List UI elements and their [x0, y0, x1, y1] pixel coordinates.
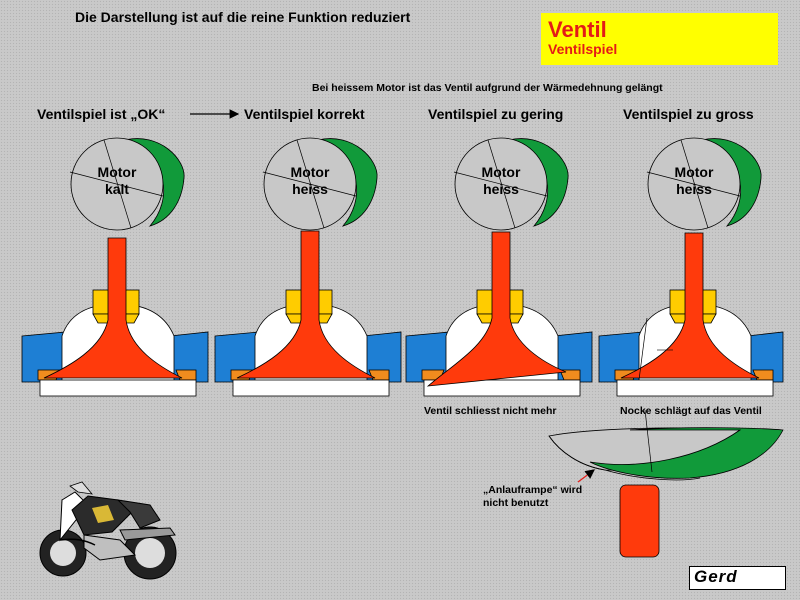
detail-valve-stem — [619, 484, 660, 558]
cam-label-line1: Motor — [674, 164, 714, 180]
column-heading-correct: Ventilspiel korrekt — [244, 106, 365, 122]
cam-label-line2: kalt — [104, 181, 130, 197]
head-base — [39, 379, 197, 397]
thermal-expansion-note: Bei heissem Motor ist das Ventil aufgrun… — [312, 82, 663, 94]
valve — [236, 230, 376, 379]
gerd-logo: Gerd — [689, 566, 786, 590]
label-valve-no-close: Ventil schliesst nicht mehr — [424, 405, 557, 417]
column-heading-too-small: Ventilspiel zu gering — [428, 106, 564, 122]
ramp-pointer — [577, 469, 595, 483]
cam-label-1: Motor kalt — [77, 164, 157, 198]
valve-assembly-too-small — [405, 137, 593, 397]
logo-text: Gerd — [694, 567, 738, 586]
ramp-label-line2: nicht benutzt — [483, 497, 549, 509]
label-cam-hits-valve: Nocke schlägt auf das Ventil — [620, 405, 762, 417]
detail-cam-axis — [644, 409, 653, 473]
cam-label-line1: Motor — [97, 164, 137, 180]
ramp-label: „Anlauframpe“ wird nicht benutzt — [483, 484, 582, 510]
valve-assembly-correct — [214, 137, 402, 397]
page-title: Die Darstellung ist auf die reine Funkti… — [75, 9, 411, 25]
valve-seat-right — [175, 369, 197, 381]
column-heading-too-large: Ventilspiel zu gross — [623, 106, 754, 122]
valve-assembly-too-large — [598, 137, 784, 397]
title-subtitle: Ventilspiel — [548, 41, 618, 57]
cam-label-3: Motor heiss — [461, 164, 541, 198]
detail-cam-lobe — [589, 427, 784, 479]
title-main: Ventil — [548, 17, 607, 42]
cam-label-line2: heiss — [676, 181, 712, 197]
title-box: Ventil Ventilspiel — [541, 13, 778, 65]
valve-assembly-ok — [21, 137, 209, 397]
cam-impact-detail — [548, 409, 784, 558]
cam-label-line2: heiss — [292, 181, 328, 197]
ramp-label-line1: „Anlauframpe“ wird — [483, 484, 583, 496]
cam-sweep-line — [638, 317, 648, 381]
cam-label-4: Motor heiss — [654, 164, 734, 198]
valve — [620, 232, 760, 379]
cam-label-2: Motor heiss — [270, 164, 350, 198]
cam-label-line1: Motor — [481, 164, 521, 180]
cam-label-line2: heiss — [483, 181, 519, 197]
motorcycle-illustration — [39, 481, 177, 580]
valve — [43, 237, 183, 379]
valve — [426, 231, 567, 387]
cam-label-line1: Motor — [290, 164, 330, 180]
column-heading-ok: Ventilspiel ist „OK“ — [37, 106, 166, 122]
